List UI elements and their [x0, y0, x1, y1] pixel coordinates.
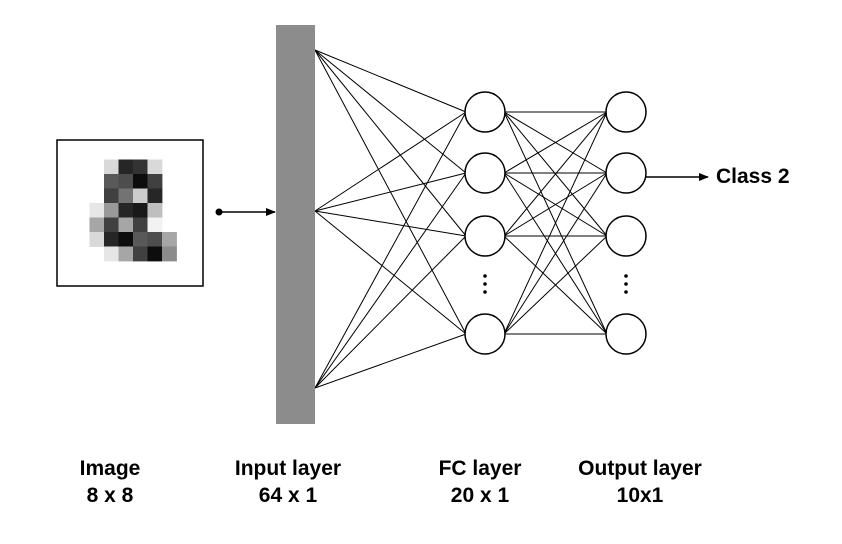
digit-pixel-grid [89, 159, 177, 262]
pixel-cell [104, 174, 119, 189]
pixel-cell [118, 246, 134, 262]
pixel-cell [133, 217, 148, 233]
input-to-fc-edge [314, 235, 467, 389]
fc-node [464, 313, 506, 355]
output-layer-caption-title: Output layer [578, 457, 702, 480]
pixel-cell [147, 188, 163, 204]
ellipsis-dot [624, 290, 628, 294]
pixel-cell [147, 159, 163, 175]
input-to-fc-edge [314, 210, 467, 335]
pixel-cell [162, 246, 177, 262]
pixel-cell [104, 217, 119, 233]
ellipsis-dot [483, 274, 487, 278]
pixel-cell [147, 174, 163, 189]
input-to-fc-edge [314, 111, 467, 212]
pixel-cell [89, 203, 105, 218]
network-nodes [464, 91, 647, 355]
ellipsis-dot [483, 290, 487, 294]
fc-layer-caption-size: 20 x 1 [450, 484, 510, 507]
pixel-cell [133, 159, 148, 175]
input-to-fc-edge [314, 210, 467, 237]
fc-to-output-edge [503, 235, 608, 335]
output-node [605, 91, 647, 133]
fc-to-output-edge [503, 111, 608, 335]
output-node [605, 215, 647, 257]
image-caption-title: Image [79, 457, 141, 480]
output-ellipsis [624, 274, 628, 294]
pixel-cell [133, 246, 148, 262]
input-layer-caption: Input layer 64 x 1 [208, 455, 368, 509]
input-to-fc-edge [314, 49, 467, 113]
input-to-fc-edge [314, 111, 467, 389]
fc-node [464, 215, 506, 257]
fc-layer-caption-title: FC layer [438, 457, 522, 480]
image-caption-size: 8 x 8 [86, 484, 134, 507]
pixel-cell [118, 217, 134, 233]
fc-node [464, 91, 506, 133]
ellipsis-dot [624, 282, 628, 286]
connection-lines [314, 49, 608, 389]
pixel-cell [133, 203, 148, 218]
pixel-cell [133, 232, 148, 247]
pixel-cell [118, 174, 134, 189]
pixel-cell [162, 232, 177, 247]
input-to-fc-edge [314, 172, 467, 389]
pixel-cell [118, 203, 134, 218]
pixel-cell [118, 232, 134, 247]
fc-to-output-edge [503, 111, 608, 174]
pixel-cell [89, 232, 105, 247]
input-to-fc-edge [314, 172, 467, 212]
input-layer-caption-size: 64 x 1 [258, 484, 318, 507]
fc-to-output-edge [503, 172, 608, 237]
pixel-cell [104, 159, 119, 175]
pixel-cell [147, 232, 163, 247]
pixel-cell [133, 174, 148, 189]
input-to-fc-edge [314, 333, 467, 389]
fc-layer-caption: FC layer 20 x 1 [405, 455, 555, 509]
output-node [605, 313, 647, 355]
output-node [605, 152, 647, 194]
input-layer-bar [276, 25, 315, 424]
output-layer-caption: Output layer 10x1 [555, 455, 725, 509]
fc-node [464, 152, 506, 194]
pixel-cell [147, 217, 163, 233]
output-class-label: Class 2 [716, 165, 790, 188]
pixel-cell [104, 246, 119, 262]
pixel-cell [147, 203, 163, 218]
pixel-cell [147, 246, 163, 262]
image-caption: Image 8 x 8 [50, 455, 170, 509]
fc-ellipsis [483, 274, 487, 294]
input-to-fc-edge [314, 49, 467, 174]
input-to-fc-edge [314, 49, 467, 237]
pixel-cell [104, 188, 119, 204]
input-layer-caption-title: Input layer [234, 457, 342, 480]
ellipsis-dot [624, 274, 628, 278]
pixel-cell [118, 188, 134, 204]
output-layer-caption-size: 10x1 [616, 484, 664, 507]
fc-to-output-edge [503, 111, 608, 237]
pixel-cell [89, 217, 105, 233]
pixel-cell [104, 203, 119, 218]
ellipsis-dot [483, 282, 487, 286]
pixel-cell [133, 188, 148, 204]
fc-to-output-edge [503, 172, 608, 335]
pixel-cell [118, 159, 134, 175]
pixel-cell [104, 232, 119, 247]
